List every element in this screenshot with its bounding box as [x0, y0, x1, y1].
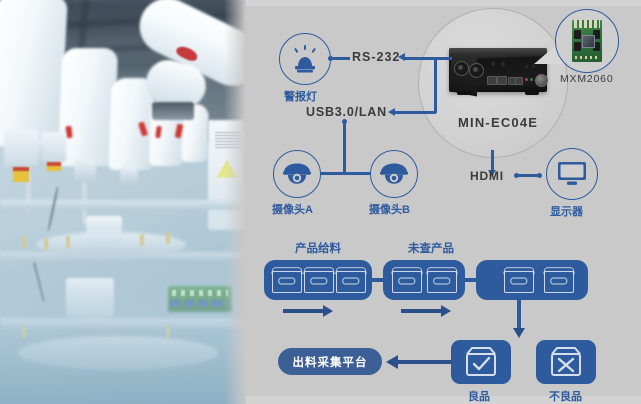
good-to-platform-arrowhead [386, 355, 398, 369]
rs232-label: RS-232 [352, 50, 401, 64]
device-port-audio [530, 78, 533, 81]
camera-a-label: 摄像头A [272, 204, 313, 216]
dome-camera-icon [380, 163, 408, 184]
checked-box-icon [466, 347, 496, 376]
photo-edge-fade [224, 0, 246, 404]
device-port-lan [497, 76, 507, 85]
conveyor-stage1-label: 产品给料 [295, 243, 341, 255]
usb-lan-label: USB3.0/LAN [306, 105, 387, 119]
device-left-riser [434, 57, 437, 113]
good-product-label: 良品 [468, 391, 490, 403]
device-foot [525, 91, 539, 95]
product-box [302, 267, 335, 293]
camera-b-icon-badge[interactable] [370, 150, 418, 198]
mxm2060-module-circle [555, 9, 619, 73]
device-port-lan [487, 76, 497, 85]
rs232-arrowhead [398, 53, 405, 61]
conveyor-stage-1 [264, 260, 372, 300]
product-box [502, 267, 535, 293]
diagram-bottom-strip [246, 396, 641, 404]
hdmi-line-dot [537, 173, 542, 178]
pcb-memory-chip [574, 42, 581, 51]
crossed-box-icon [551, 347, 581, 376]
usb-lan-branch-dot [342, 119, 347, 124]
device-port-audio [525, 78, 528, 81]
hdmi-arrowhead-down [488, 170, 496, 177]
camera-bus-line [297, 172, 391, 175]
monitor-label: 显示器 [550, 206, 583, 218]
hdmi-line [517, 174, 539, 177]
good-product-box[interactable] [451, 340, 511, 384]
device-name-label: MIN-EC04E [458, 115, 539, 130]
device-power-button [535, 74, 548, 87]
pcb-gold-fingers [574, 20, 600, 28]
defective-product-label: 不良品 [549, 391, 582, 403]
device-fan-icon [469, 63, 484, 78]
mxm2060-label: MXM2060 [560, 73, 614, 85]
factory-photo [0, 0, 246, 404]
device-top-panel [449, 48, 547, 55]
product-box [334, 267, 367, 293]
usb-lan-arrowhead [388, 108, 395, 116]
pcb-contacts [575, 56, 599, 59]
hdmi-line-dot [514, 173, 519, 178]
camera-a-icon-badge[interactable] [273, 150, 321, 198]
device-fan-icon [454, 61, 469, 76]
device-led [525, 65, 528, 68]
alarm-light-label: 警报灯 [284, 91, 317, 103]
pcb-gpu-die [582, 35, 595, 48]
flow-arrow-1 [283, 309, 323, 313]
mxm2060-pcb-image [572, 20, 602, 62]
pcb-memory-chip [593, 30, 600, 39]
alarm-light-icon [294, 45, 316, 73]
min-ec04e-device-image [449, 48, 548, 97]
camera-b-label: 摄像头B [369, 204, 410, 216]
pcb-memory-chip [593, 42, 600, 51]
flow-arrow-2 [401, 309, 441, 313]
reject-drop-line [517, 300, 521, 330]
rs232-line-left [332, 57, 350, 60]
conveyor-stage-2 [383, 260, 465, 300]
reject-drop-arrowhead [513, 328, 525, 338]
device-led [491, 62, 495, 66]
usb-lan-trunk [343, 122, 346, 174]
collection-platform-label: 出料采集平台 [292, 356, 368, 369]
system-diagram: MIN-EC04E MXM2060 [246, 0, 641, 404]
diagram-top-strip [246, 0, 641, 6]
conveyor-stage-3 [476, 260, 588, 300]
monitor-icon [558, 162, 586, 185]
product-box [390, 267, 423, 293]
hdmi-riser [491, 150, 494, 172]
collection-platform-button[interactable]: 出料采集平台 [278, 348, 382, 375]
device-led [532, 65, 535, 68]
product-box [425, 267, 458, 293]
flow-arrow-2-head [441, 305, 451, 317]
alarm-light-icon-badge[interactable] [279, 33, 331, 85]
usb-lan-line-h [394, 111, 436, 114]
hdmi-label: HDMI [470, 169, 504, 183]
dome-camera-icon [283, 163, 311, 184]
flow-arrow-1-head [323, 305, 333, 317]
conveyor-link-2-3 [465, 278, 477, 282]
device-led [501, 62, 505, 66]
rs232-line-right [404, 57, 452, 60]
good-to-platform-line [397, 360, 451, 364]
product-box [270, 267, 303, 293]
product-box [542, 267, 575, 293]
defective-product-box[interactable] [536, 340, 596, 384]
device-foot [457, 91, 471, 95]
pcb-memory-chip [574, 30, 581, 39]
conveyor-link-1-2 [372, 278, 384, 282]
conveyor-stage2-label: 未查产品 [408, 243, 454, 255]
monitor-icon-badge[interactable] [546, 148, 598, 200]
rs232-line-dot [328, 56, 333, 61]
photo-haze [0, 0, 246, 404]
device-port-usb [515, 77, 523, 85]
